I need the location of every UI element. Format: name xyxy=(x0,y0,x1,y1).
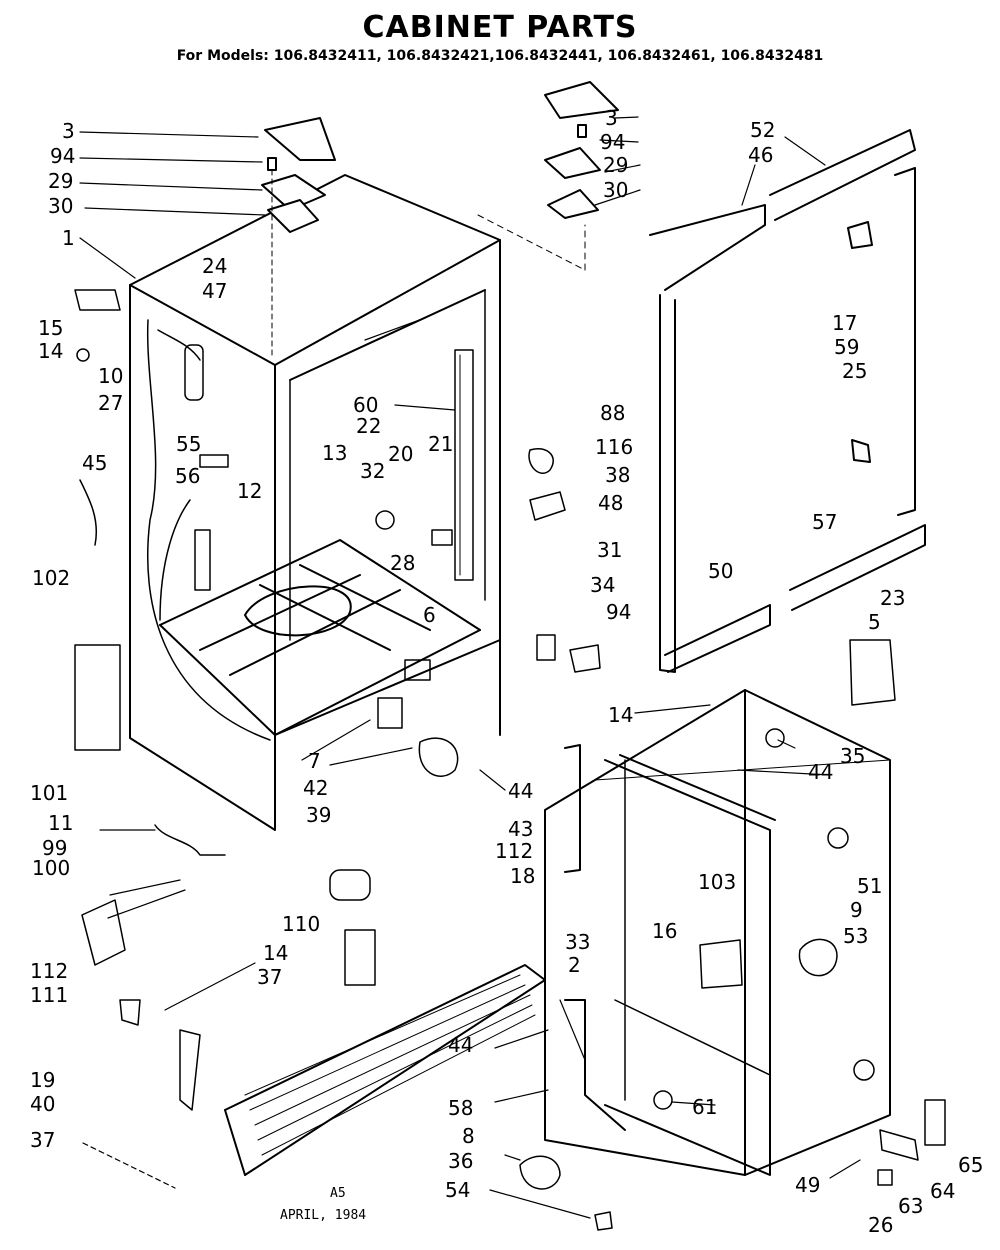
callout-c77: 36 xyxy=(448,1149,473,1173)
callout-c31: 100 xyxy=(32,856,70,880)
callout-c48: 30 xyxy=(603,178,628,202)
callout-c2: 94 xyxy=(50,144,75,168)
callout-c27: 42 xyxy=(303,776,328,800)
callout-c59: 31 xyxy=(597,538,622,562)
callout-c22: 28 xyxy=(390,551,415,575)
callout-c42: 112 xyxy=(495,839,533,863)
callout-c6: 15 xyxy=(38,316,63,340)
callout-c35: 14 xyxy=(263,941,288,965)
page-title: CABINET PARTS xyxy=(362,10,638,45)
callout-c45: 3 xyxy=(605,106,618,130)
callout-c62: 50 xyxy=(708,559,733,583)
leader-lines xyxy=(79,116,861,1219)
callout-c43: 18 xyxy=(510,864,535,888)
callout-c71: 9 xyxy=(850,898,863,922)
callout-c66: 35 xyxy=(840,744,865,768)
small-parts xyxy=(74,289,946,1231)
callout-c49: 52 xyxy=(750,118,775,142)
callout-c80: 49 xyxy=(795,1173,820,1197)
callout-c7: 14 xyxy=(38,339,63,363)
cabinet-body xyxy=(129,174,586,831)
callout-c61: 94 xyxy=(606,600,631,624)
callout-c5: 1 xyxy=(62,226,75,250)
callout-c23: 6 xyxy=(423,603,436,627)
callout-c67: 44 xyxy=(808,760,833,784)
callout-c41: 43 xyxy=(508,817,533,841)
callout-c56: 38 xyxy=(605,463,630,487)
callout-c14: 56 xyxy=(175,464,200,488)
drawing-date: APRIL, 1984 xyxy=(280,1208,367,1223)
callout-c60: 34 xyxy=(590,573,615,597)
callout-c3: 29 xyxy=(48,169,73,193)
callout-c79: 54 xyxy=(445,1178,470,1202)
callout-c18: 22 xyxy=(356,414,381,438)
callout-c64: 5 xyxy=(868,610,881,634)
callout-c82: 63 xyxy=(898,1194,923,1218)
callout-c13: 45 xyxy=(82,451,107,475)
lower-door xyxy=(544,689,891,1176)
top-hinge-right xyxy=(544,81,619,219)
callout-c47: 29 xyxy=(603,153,628,177)
callout-c15: 12 xyxy=(237,479,262,503)
callout-c74: 44 xyxy=(448,1033,473,1057)
callout-c65: 14 xyxy=(608,703,633,727)
callout-c70: 16 xyxy=(652,919,677,943)
callout-c63: 23 xyxy=(880,586,905,610)
callout-c17: 60 xyxy=(353,393,378,417)
callout-c73: 2 xyxy=(568,953,581,977)
callout-c21: 21 xyxy=(428,432,453,456)
callout-c44: 33 xyxy=(565,930,590,954)
callout-c20: 20 xyxy=(388,442,413,466)
callout-c81: 26 xyxy=(868,1213,893,1237)
callout-c16: 13 xyxy=(322,441,347,465)
callout-c28: 39 xyxy=(306,803,331,827)
callout-c69: 103 xyxy=(698,870,736,894)
callout-c57: 48 xyxy=(598,491,623,515)
callout-c53: 25 xyxy=(842,359,867,383)
callout-c32: 112 xyxy=(30,959,68,983)
callout-c37: 19 xyxy=(30,1068,55,1092)
callout-c11: 47 xyxy=(202,279,227,303)
callout-c34: 110 xyxy=(282,912,320,936)
callout-c39: 37 xyxy=(30,1128,55,1152)
callout-c4: 30 xyxy=(48,194,73,218)
callout-c75: 58 xyxy=(448,1096,473,1120)
callout-c51: 17 xyxy=(832,311,857,335)
callout-c29: 11 xyxy=(48,811,73,835)
callout-c84: 65 xyxy=(958,1153,983,1177)
drawing-code: A5 xyxy=(330,1186,346,1201)
callout-c19: 32 xyxy=(360,459,385,483)
callout-c52: 59 xyxy=(834,335,859,359)
callout-c30: 99 xyxy=(42,836,67,860)
callout-c8: 10 xyxy=(98,364,123,388)
callout-c72: 53 xyxy=(843,924,868,948)
callout-c68: 51 xyxy=(857,874,882,898)
callout-c50: 46 xyxy=(748,143,773,167)
callout-c25: 101 xyxy=(30,781,68,805)
callout-c58: 57 xyxy=(812,510,837,534)
callout-c12: 55 xyxy=(176,432,201,456)
toe-grille xyxy=(224,964,546,1176)
door-frame xyxy=(649,129,926,673)
callout-c46: 94 xyxy=(600,130,625,154)
callout-c1: 3 xyxy=(62,119,75,143)
callout-c83: 64 xyxy=(930,1179,955,1203)
callout-c36: 37 xyxy=(257,965,282,989)
callout-c9: 27 xyxy=(98,391,123,415)
callout-c24: 102 xyxy=(32,566,70,590)
callout-c33: 111 xyxy=(30,983,68,1007)
callout-c26: 7 xyxy=(308,749,321,773)
callout-c10: 24 xyxy=(202,254,227,278)
callout-c78: 8 xyxy=(462,1124,475,1148)
callout-c76: 61 xyxy=(692,1095,717,1119)
callout-c55: 116 xyxy=(595,435,633,459)
models-subtitle: For Models: 106.8432411, 106.8432421,106… xyxy=(176,48,824,64)
top-hinge-left xyxy=(261,117,336,356)
callout-c54: 88 xyxy=(600,401,625,425)
callout-c38: 40 xyxy=(30,1092,55,1116)
callout-c40: 44 xyxy=(508,779,533,803)
